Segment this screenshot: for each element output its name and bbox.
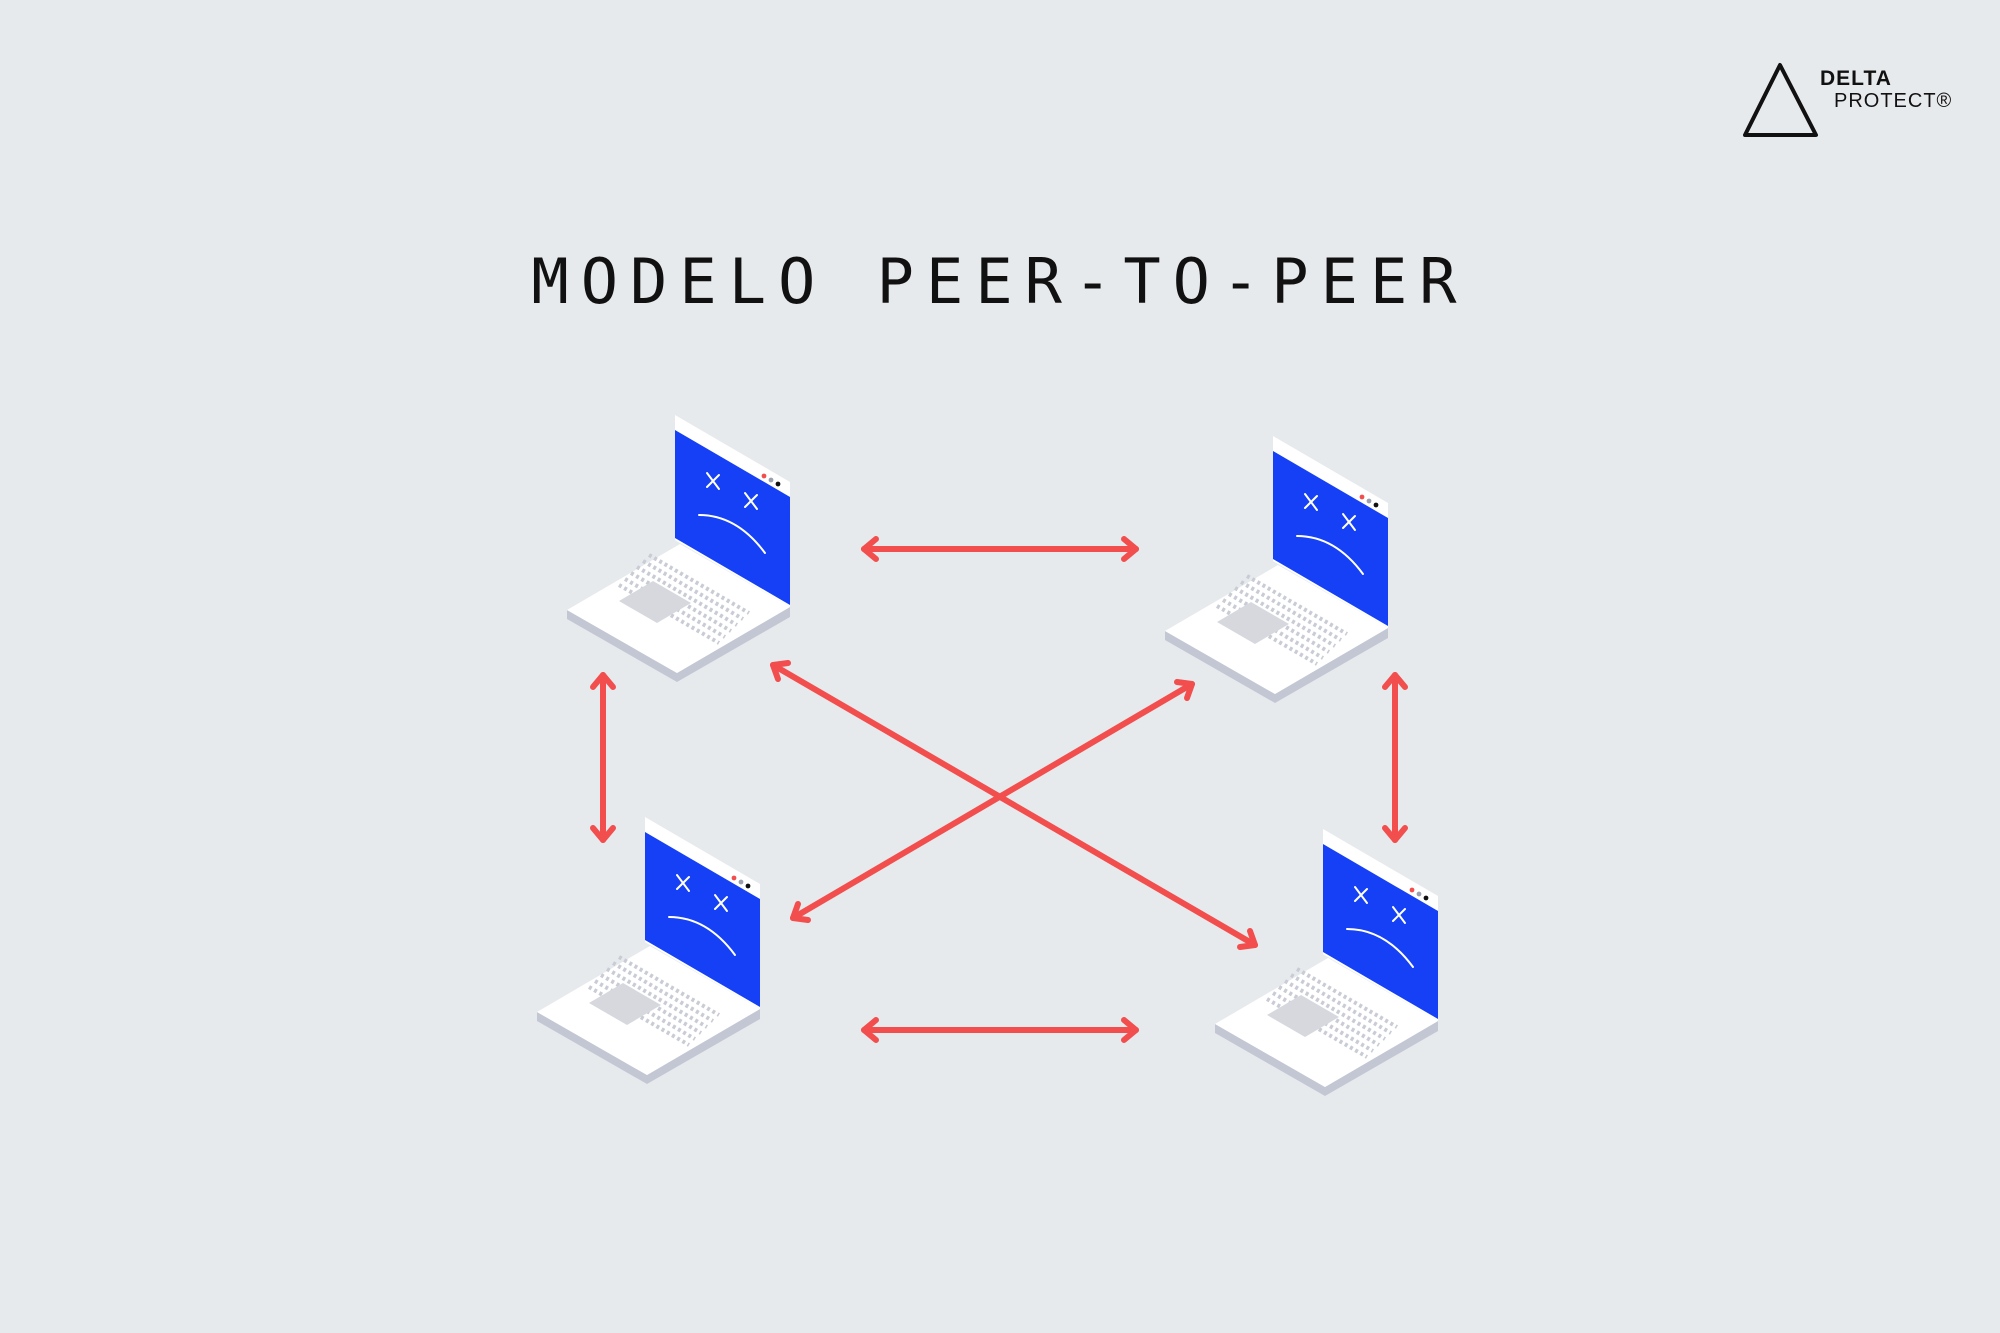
peer-laptop-top-left <box>565 413 792 684</box>
logo-wordmark: DELTA PROTECT® <box>1820 68 1952 111</box>
peer-laptop-top-right <box>1163 434 1390 705</box>
arrow-top-left-to-top-right <box>861 536 1139 562</box>
peer-laptop-bottom-left <box>535 815 762 1086</box>
arrow-top-left-to-bottom-left <box>590 672 616 843</box>
logo-line-1: DELTA <box>1820 67 1892 90</box>
arrow-top-left-to-bottom-right <box>770 660 1258 950</box>
delta-protect-logo-icon <box>1743 63 1818 137</box>
arrow-top-right-to-bottom-left <box>790 679 1195 923</box>
arrows <box>590 536 1408 1043</box>
peer-laptop-bottom-right <box>1213 827 1440 1098</box>
logo-line-2: PROTECT® <box>1834 90 1953 112</box>
arrow-bottom-left-to-bottom-right <box>861 1017 1139 1043</box>
arrow-top-right-to-bottom-right <box>1382 672 1408 843</box>
page-title: MODELO PEER-TO-PEER <box>531 245 1469 318</box>
